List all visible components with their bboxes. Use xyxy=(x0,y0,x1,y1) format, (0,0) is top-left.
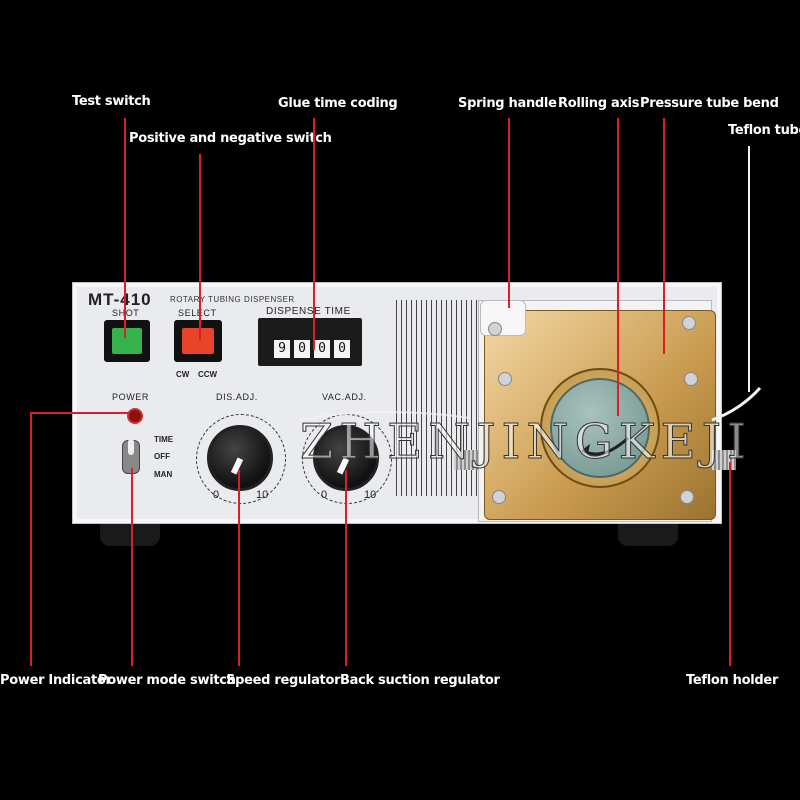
leader-line xyxy=(30,412,32,666)
speed-regulator-knob[interactable] xyxy=(207,425,273,491)
counter-digit[interactable]: 9 xyxy=(274,340,290,358)
dis-adj-min: 0 xyxy=(213,489,220,501)
leader-line xyxy=(617,118,619,416)
spring-coil xyxy=(454,450,478,470)
pump-screw xyxy=(682,316,696,330)
leader-line xyxy=(313,118,315,350)
rolling-axis-rotor xyxy=(550,378,650,478)
power-indicator-led xyxy=(127,408,143,424)
cw-label: CW xyxy=(176,370,190,379)
model-name: MT-410 xyxy=(88,290,152,309)
leader-line xyxy=(345,470,347,666)
toggle-lever xyxy=(128,439,134,455)
select-button-cap xyxy=(182,328,214,354)
mode-off-label: OFF xyxy=(154,452,170,461)
callout-teflon-holder: Teflon holder xyxy=(686,673,779,688)
counter-digit[interactable]: 0 xyxy=(314,340,330,358)
spring-handle[interactable] xyxy=(480,300,526,336)
mode-man-label: MAN xyxy=(154,470,173,479)
dis-adj-scale xyxy=(196,414,286,504)
vac-adj-min: 0 xyxy=(321,489,328,501)
select-label: SELECT xyxy=(178,308,217,318)
leader-line xyxy=(663,118,665,354)
callout-teflon-tube: Teflon tube xyxy=(728,123,800,138)
pump-screw xyxy=(488,322,502,336)
leader-line xyxy=(508,118,510,308)
watermark: ZHENJINGKEJI xyxy=(300,414,752,471)
pump-screw xyxy=(492,490,506,504)
dis-adj-label: DIS.ADJ. xyxy=(216,392,258,402)
leader-line xyxy=(238,470,240,666)
callout-spring-handle: Spring handle xyxy=(458,96,557,111)
pump-screw xyxy=(680,490,694,504)
counter-digit[interactable]: 0 xyxy=(334,340,350,358)
callout-glue-time-coding: Glue time coding xyxy=(278,96,398,111)
callout-test-switch: Test switch xyxy=(72,94,151,109)
leader-line xyxy=(729,462,731,666)
callout-positive-negative-switch: Positive and negative switch xyxy=(129,131,332,146)
vac-adj-max: 10 xyxy=(364,489,377,501)
select-button[interactable] xyxy=(174,320,222,362)
vac-adj-label: VAC.ADJ. xyxy=(322,392,367,402)
dis-adj-max: 10 xyxy=(256,489,269,501)
device-foot-right xyxy=(618,520,678,546)
model-subtitle: ROTARY TUBING DISPENSER xyxy=(170,295,295,304)
counter-digit[interactable]: 0 xyxy=(294,340,310,358)
device-foot-left xyxy=(100,520,160,546)
power-label: POWER xyxy=(112,392,150,402)
knob-indicator xyxy=(230,457,244,475)
shot-button-cap xyxy=(112,328,142,354)
callout-power-indicator: Power Indicator xyxy=(0,673,112,688)
pump-screw xyxy=(498,372,512,386)
rotation-arrow-icon xyxy=(581,436,630,456)
callout-pressure-tube-bend: Pressure tube bend xyxy=(640,96,779,111)
pump-screw xyxy=(684,372,698,386)
ccw-label: CCW xyxy=(198,370,218,379)
callout-power-mode-switch: Power mode switch xyxy=(98,673,236,688)
leader-line xyxy=(124,118,126,338)
callout-back-suction-regulator: Back suction regulator xyxy=(340,673,500,688)
mode-time-label: TIME xyxy=(154,435,174,444)
leader-line xyxy=(30,412,130,414)
leader-line xyxy=(199,154,201,340)
callout-rolling-axis: Rolling axis xyxy=(558,96,640,111)
callout-speed-regulator: Speed regulator xyxy=(226,673,341,688)
dispense-time-counter[interactable]: 9 0 0 0 xyxy=(258,318,362,366)
leader-line xyxy=(131,468,133,666)
shot-button[interactable] xyxy=(104,320,150,362)
leader-line xyxy=(748,146,750,392)
dispense-time-label: DISPENSE TIME xyxy=(266,306,351,317)
